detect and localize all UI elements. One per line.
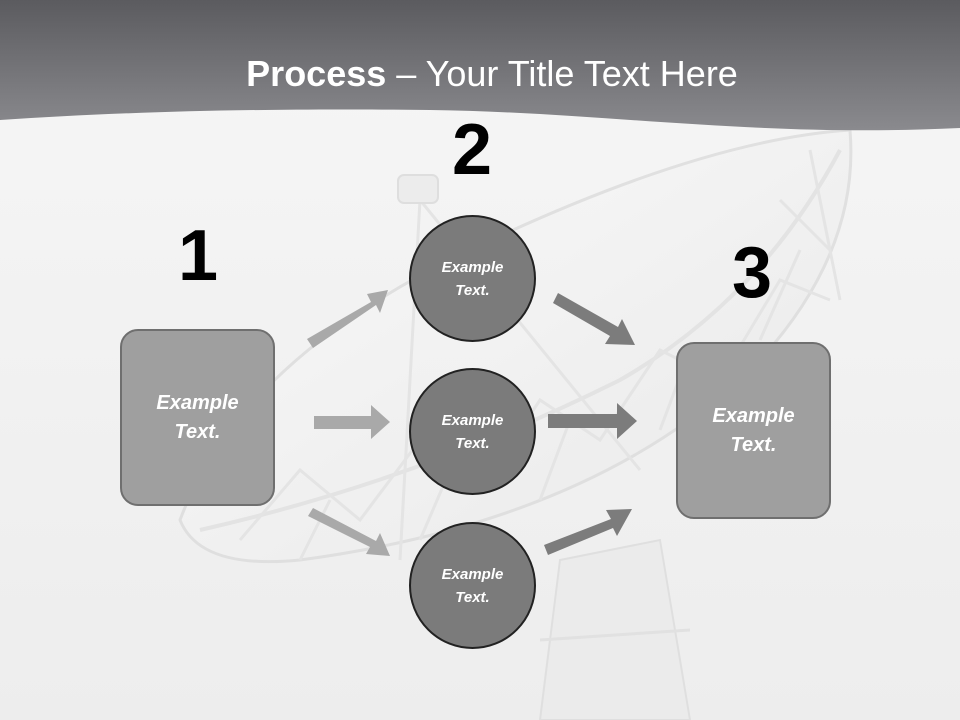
right-box-line-2: Text. (730, 433, 777, 456)
right-process-box: Example Text. (676, 342, 831, 519)
circle-bottom-line-1: Example (441, 565, 504, 583)
step-number-2: 2 (451, 110, 493, 190)
arrow-to-circle-middle (314, 405, 390, 439)
left-box-line-1: Example (156, 391, 239, 414)
circle-middle-line-1: Example (441, 411, 504, 429)
circle-top-line-1: Example (441, 258, 504, 276)
left-process-box: Example Text. (120, 329, 275, 506)
arrow-to-circle-bottom (308, 508, 390, 556)
right-box-line-1: Example (712, 404, 795, 427)
process-circle-top: Example Text. (409, 215, 536, 342)
circle-top-line-2: Text. (455, 281, 490, 299)
satellite-dish-illustration (178, 128, 853, 720)
arrow-to-circle-top (307, 290, 388, 348)
arrow-from-circle-middle (548, 403, 637, 439)
process-circle-middle: Example Text. (409, 368, 536, 495)
step-number-1: 1 (177, 216, 219, 296)
arrows-to-circles (307, 290, 390, 556)
left-box-line-2: Text. (174, 420, 221, 443)
circle-bottom-line-2: Text. (455, 588, 490, 606)
step-number-3: 3 (731, 233, 773, 313)
arrow-from-circle-bottom (544, 509, 632, 555)
header-band (0, 0, 960, 131)
slide-title: Process – Your Title Text Here (0, 52, 960, 96)
arrow-from-circle-top (553, 293, 635, 345)
title-rest: – Your Title Text Here (386, 53, 738, 94)
arrows-to-box (544, 293, 637, 555)
process-circle-bottom: Example Text. (409, 522, 536, 649)
circle-middle-line-2: Text. (455, 434, 490, 452)
title-bold: Process (246, 53, 387, 94)
